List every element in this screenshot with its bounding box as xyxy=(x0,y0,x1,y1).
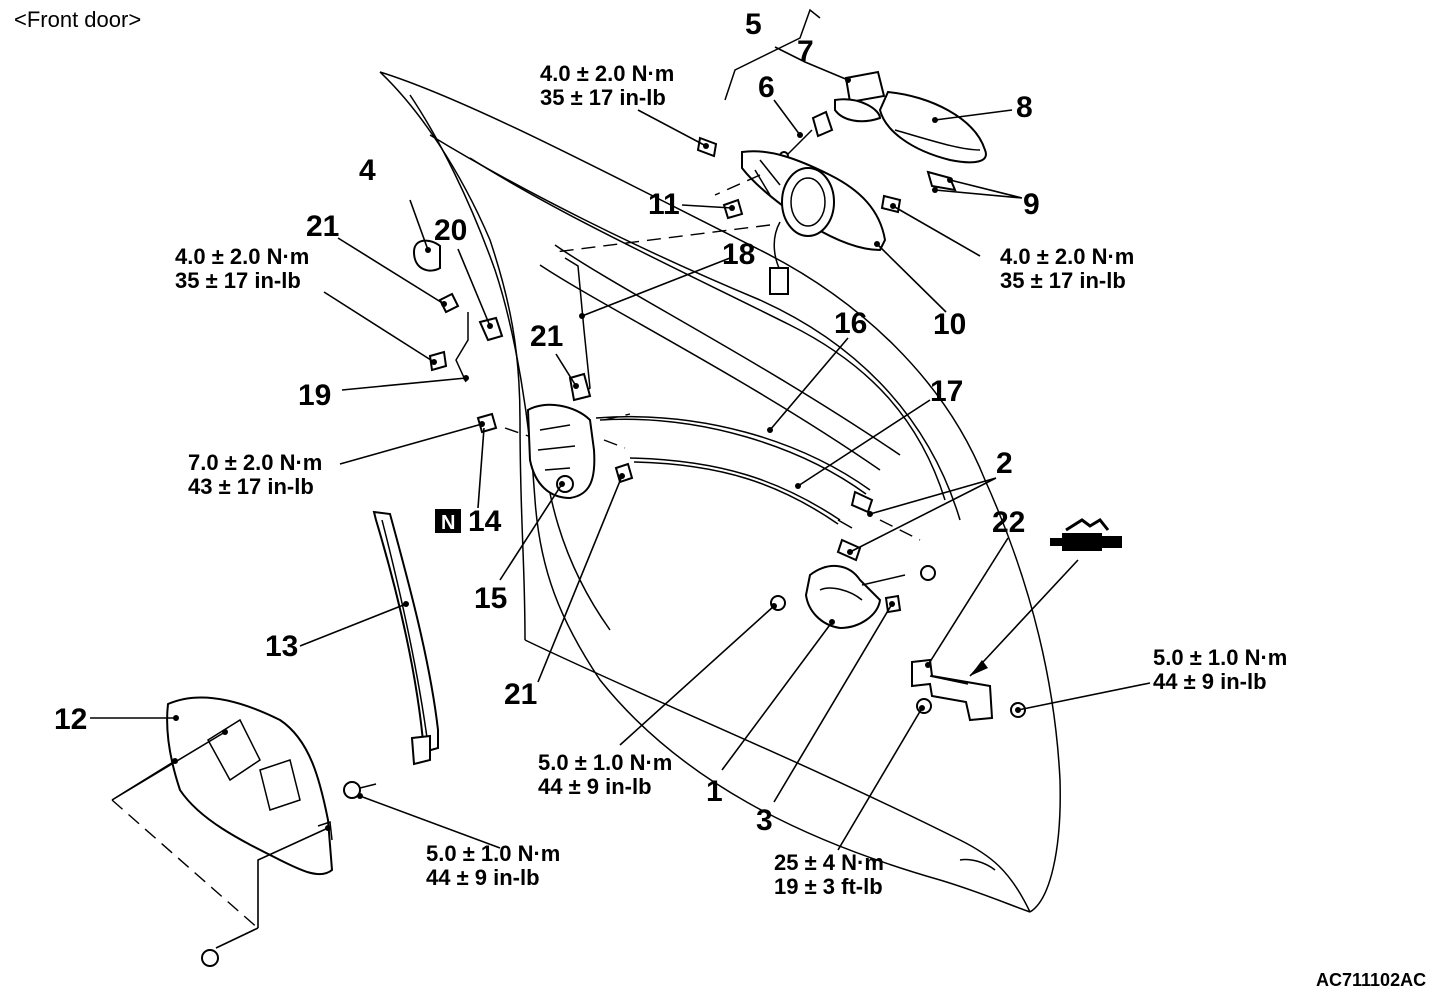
window-sash xyxy=(343,510,439,799)
part-label-19: 19 xyxy=(298,379,331,412)
torque-hinge-metric: 25 ± 4 N·m xyxy=(774,850,884,875)
rods-and-cables xyxy=(455,257,874,562)
part-label-11: 11 xyxy=(648,188,680,221)
part-label-16: 16 xyxy=(834,307,867,340)
leader-dots xyxy=(172,77,1021,831)
part-label-7: 7 xyxy=(797,35,814,68)
part-label-8: 8 xyxy=(1016,91,1033,124)
outer-handle-assembly xyxy=(696,8,987,295)
part-label-3: 3 xyxy=(756,804,773,837)
torque-remote-imperial: 44 ± 9 in-lb xyxy=(538,774,652,799)
part-label-9: 9 xyxy=(1023,188,1040,221)
part-label-17: 17 xyxy=(930,375,963,408)
torque-latch-metric: 7.0 ± 2.0 N·m xyxy=(188,450,322,475)
part-label-2: 2 xyxy=(996,447,1013,480)
part-label-5: 5 xyxy=(745,8,762,41)
torque-checker-imperial: 44 ± 9 in-lb xyxy=(1153,669,1267,694)
replace-part-badge: N xyxy=(435,509,461,534)
badge-letter: N xyxy=(441,512,455,534)
part-label-14: 14 xyxy=(468,505,502,538)
part-label-10: 10 xyxy=(933,308,966,341)
part-label-13: 13 xyxy=(265,630,298,663)
part-label-15: 15 xyxy=(474,582,507,615)
part-label-1: 1 xyxy=(706,775,723,808)
part-number-labels: 5 7 6 8 9 11 10 18 16 17 2 22 4 21 20 19… xyxy=(54,8,1040,837)
grease-gun-icon xyxy=(969,518,1122,677)
torque-sash-metric: 5.0 ± 1.0 N·m xyxy=(426,841,560,866)
reference-code: AC711102AC xyxy=(1316,970,1426,990)
door-panel-outline xyxy=(379,71,1061,913)
torque-remote-metric: 5.0 ± 1.0 N·m xyxy=(538,750,672,775)
torque-handle-left-metric: 4.0 ± 2.0 N·m xyxy=(540,61,674,86)
torque-handle-left-imperial: 35 ± 17 in-lb xyxy=(540,85,666,110)
part-label-18: 18 xyxy=(722,238,755,271)
torque-sash-imperial: 44 ± 9 in-lb xyxy=(426,865,540,890)
torque-latch-imperial: 43 ± 17 in-lb xyxy=(188,474,314,499)
latch-assembly xyxy=(412,239,634,500)
part-label-22: 22 xyxy=(992,506,1025,539)
torque-handle-right-metric: 4.0 ± 2.0 N·m xyxy=(1000,244,1134,269)
diagram-caption: <Front door> xyxy=(14,7,141,32)
torque-checker-metric: 5.0 ± 1.0 N·m xyxy=(1153,645,1287,670)
leader-lines xyxy=(90,46,1151,949)
part-label-12: 12 xyxy=(54,703,87,736)
part-label-4: 4 xyxy=(359,154,376,187)
torque-labels: 4.0 ± 2.0 N·m 35 ± 17 in-lb 4.0 ± 2.0 N·… xyxy=(175,61,1287,899)
part-label-6: 6 xyxy=(758,71,775,104)
part-label-21-mid: 21 xyxy=(530,320,563,353)
door-checker-assembly xyxy=(911,658,1026,722)
torque-handle-right-imperial: 35 ± 17 in-lb xyxy=(1000,268,1126,293)
torque-hinge-imperial: 19 ± 3 ft-lb xyxy=(774,874,883,899)
part-label-21-top: 21 xyxy=(306,210,339,243)
torque-bracket-metric: 4.0 ± 2.0 N·m xyxy=(175,244,309,269)
inner-remote-assembly xyxy=(770,565,936,630)
torque-bracket-imperial: 35 ± 17 in-lb xyxy=(175,268,301,293)
part-label-21-bottom: 21 xyxy=(504,678,537,711)
waterproof-cover xyxy=(166,696,334,967)
part-label-20: 20 xyxy=(434,214,467,247)
